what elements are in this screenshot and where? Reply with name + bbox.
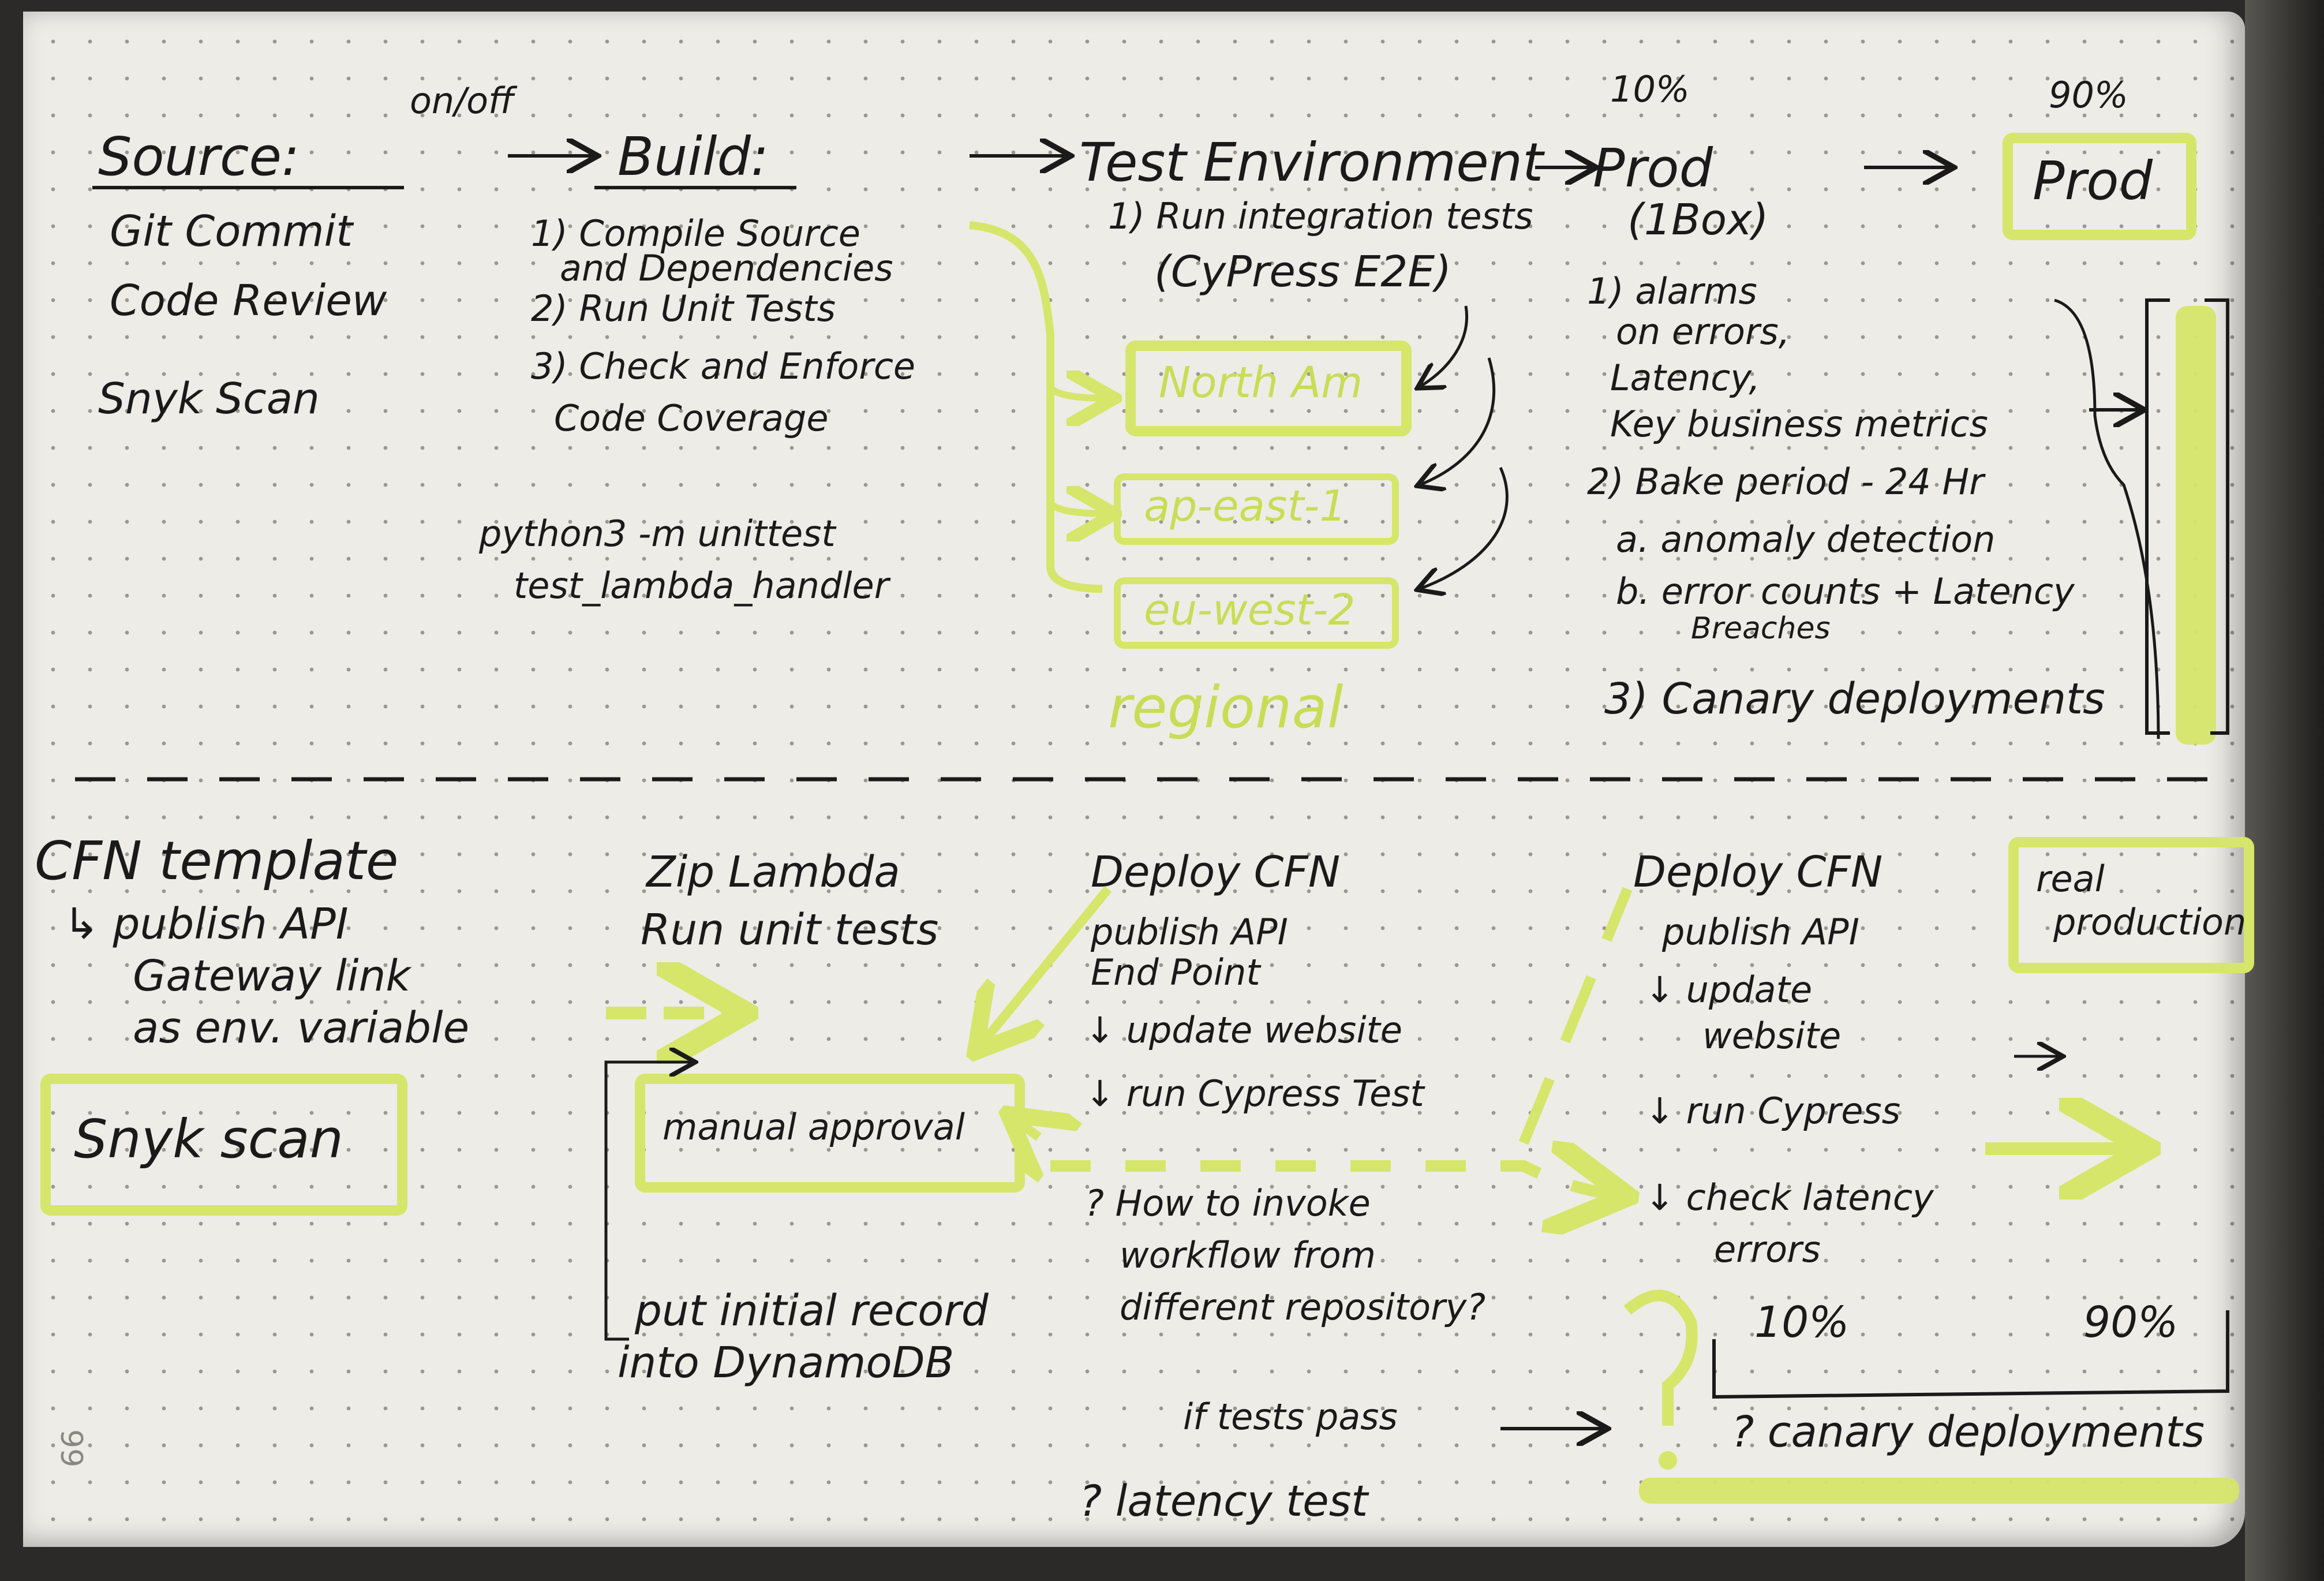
- canary-deployments-label: ? canary deployments: [1731, 1407, 2205, 1457]
- notebook-binding: [2245, 0, 2324, 1581]
- build-cmd-2: test_lambda_handler: [514, 565, 889, 607]
- deploy1-line-4: ↓ update website: [1085, 1009, 1403, 1051]
- region-chain-arrows: [1420, 305, 1468, 387]
- deploy1-line-8: different repository?: [1120, 1286, 1486, 1328]
- ten-percent-label: 10%: [1610, 68, 1690, 110]
- build-title: Build:: [618, 126, 769, 188]
- test-env-step-1: 1) Run integration tests: [1108, 195, 1533, 237]
- prod1box-line-4: Key business metrics: [1610, 403, 1988, 445]
- canary-underline-highlight: [1639, 1478, 2239, 1504]
- manual-approval-label: manual approval: [663, 1106, 965, 1148]
- prod1box-line-1: 1) alarms: [1587, 270, 1757, 312]
- prod1box-brace: [2054, 298, 2160, 739]
- build-cmd-1: python3 -m unittest: [479, 513, 836, 555]
- prod1box-line-6: a. anomaly detection: [1616, 518, 1996, 560]
- test-env-step-1b: (CyPress E2E): [1154, 247, 1452, 297]
- deploy2-line-6: ↓ check latency: [1645, 1176, 1934, 1219]
- deploy1-line-3: End Point: [1091, 951, 1260, 993]
- deploy2-line-7: errors: [1714, 1228, 1821, 1270]
- prod1box-line-9: 3) Canary deployments: [1604, 674, 2105, 724]
- arrow-deploy1-approval: [981, 885, 1112, 1045]
- canary-ninety-percent: 90%: [2083, 1298, 2179, 1347]
- build-step-2: 2) Run Unit Tests: [531, 287, 836, 330]
- prod1box-line-7: b. error counts + Latency: [1616, 570, 2075, 612]
- canary-ten-percent: 10%: [1754, 1298, 1850, 1347]
- snyk-scan-label: Snyk scan: [74, 1108, 343, 1170]
- deploy1-line-2: publish API: [1091, 911, 1288, 953]
- deploy2-line-4: website: [1702, 1015, 1842, 1057]
- arrow-dashed-deploy1-deploy2: [1050, 1166, 1616, 1195]
- if-tests-pass-label: if tests pass: [1183, 1396, 1398, 1438]
- region-north-am: North Am: [1159, 358, 1363, 408]
- arrow-dashed-diagonal: [1518, 887, 1633, 1145]
- real-production-line-1: real: [2036, 858, 2105, 900]
- deploy2-line-2: publish API: [1662, 911, 1859, 953]
- diagram-strokes: [75, 12, 2239, 1470]
- ninety-percent-label: 90%: [2049, 74, 2128, 116]
- region-box-north-am: North Am: [1125, 341, 1412, 436]
- regional-label: regional: [1108, 674, 1343, 741]
- deploy2-line-5: ↓ run Cypress: [1645, 1090, 1901, 1132]
- onoff-label: on/off: [410, 80, 514, 122]
- prod1box-line-8: Breaches: [1691, 611, 1831, 646]
- zip-line-1: Zip Lambda: [646, 847, 900, 897]
- prod1box-subtitle: (1Box): [1627, 195, 1769, 245]
- cfn-line-2: ↳ publish API: [63, 899, 349, 949]
- snyk-scan-box: Snyk scan: [40, 1074, 407, 1216]
- region-ap-east-1: ap-east-1: [1144, 481, 1347, 531]
- prod1box-line-5: 2) Bake period - 24 Hr: [1587, 461, 1984, 503]
- cfn-line-4: as env. variable: [133, 1003, 470, 1053]
- arrow-zip-approval-loop: [604, 1062, 693, 1341]
- real-production-box: real production: [2008, 837, 2254, 973]
- deploy1-line-6: ? How to invoke: [1085, 1182, 1371, 1224]
- source-title: Source:: [98, 126, 300, 188]
- deploy1-line-1: Deploy CFN: [1091, 847, 1341, 897]
- put-line-1: put initial record: [635, 1286, 989, 1336]
- region-box-eu-west-2: eu-west-2: [1114, 577, 1399, 649]
- green-region-branch: [969, 221, 1103, 593]
- region-eu-west-2: eu-west-2: [1144, 585, 1356, 635]
- deploy2-line-3: ↓ update: [1645, 969, 1813, 1011]
- deploy1-line-7: workflow from: [1120, 1234, 1376, 1276]
- prod1box-title: Prod: [1593, 137, 1713, 199]
- prod-bracket: [2145, 298, 2170, 735]
- build-step-3: 3) Check and Enforce: [531, 345, 916, 387]
- put-line-2: into DynamoDB: [618, 1338, 955, 1388]
- zip-line-2: Run unit tests: [641, 905, 939, 955]
- source-item-code-review: Code Review: [110, 276, 387, 326]
- green-question-mark: [1623, 1290, 1698, 1426]
- canary-bracket: [1712, 1310, 2229, 1399]
- deploy2-line-1: Deploy CFN: [1633, 847, 1883, 897]
- manual-approval-box: manual approval: [635, 1074, 1025, 1193]
- test-env-title: Test Environment: [1079, 132, 1544, 193]
- arrow-approval-back: [1016, 1120, 1039, 1137]
- real-production-line-2: production: [2053, 901, 2247, 943]
- build-step-1b: and Dependencies: [560, 247, 893, 289]
- prod-bracket-highlight: [2176, 306, 2216, 745]
- build-step-3b: Code Coverage: [554, 397, 829, 439]
- prod1box-line-2: on errors,: [1616, 311, 1790, 353]
- source-item-snyk-scan: Snyk Scan: [98, 374, 320, 424]
- cfn-line-1: CFN template: [35, 830, 399, 892]
- prod-title: Prod: [2033, 150, 2153, 212]
- cfn-line-3: Gateway link: [133, 951, 411, 1001]
- deploy1-line-5: ↓ run Cypress Test: [1085, 1072, 1424, 1115]
- build-step-1: 1) Compile Source: [531, 212, 860, 255]
- notebook-page: on/off 10% 90% Source: Git Commit Code R…: [23, 12, 2254, 1547]
- prod1box-line-3: Latency,: [1610, 357, 1760, 399]
- prod-box: Prod: [2003, 133, 2196, 240]
- source-item-git-commit: Git Commit: [110, 207, 353, 256]
- latency-test-label: ? latency test: [1079, 1477, 1368, 1526]
